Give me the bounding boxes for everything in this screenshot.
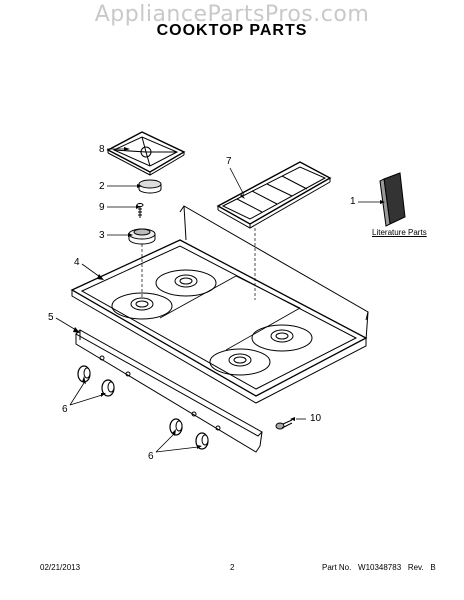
callout-9: 9 — [99, 202, 105, 213]
callout-7: 7 — [226, 156, 232, 167]
callout-6-left: 6 — [62, 404, 68, 415]
page-title: COOKTOP PARTS — [156, 22, 308, 39]
watermark: AppliancePartsPros.com — [94, 2, 370, 27]
burner-cap — [138, 179, 162, 194]
footer-part-number: Part No. W10348783 Rev. B — [322, 563, 436, 572]
leader-lines — [55, 148, 380, 453]
cooktop-panel — [70, 205, 369, 404]
cooktop-grate — [216, 161, 332, 300]
leader-arrows — [73, 147, 385, 449]
control-panel — [75, 329, 263, 453]
footer-page-number: 2 — [230, 563, 235, 572]
callout-1: 1 — [350, 196, 356, 207]
callout-2: 2 — [99, 181, 105, 192]
callout-6-right: 6 — [148, 451, 154, 462]
callout-5: 5 — [48, 312, 54, 323]
callout-10: 10 — [310, 413, 322, 424]
mounting-clip — [275, 419, 293, 430]
literature-parts-label: Literature Parts — [372, 228, 427, 237]
footer-date: 02/21/2013 — [40, 563, 81, 572]
burner-grate — [106, 131, 186, 176]
callout-4: 4 — [74, 257, 80, 268]
control-knobs — [77, 365, 209, 450]
literature-booklet — [379, 172, 406, 227]
screw — [136, 203, 144, 218]
callout-8: 8 — [99, 144, 105, 155]
callout-3: 3 — [99, 230, 105, 241]
burner-head — [128, 228, 156, 300]
